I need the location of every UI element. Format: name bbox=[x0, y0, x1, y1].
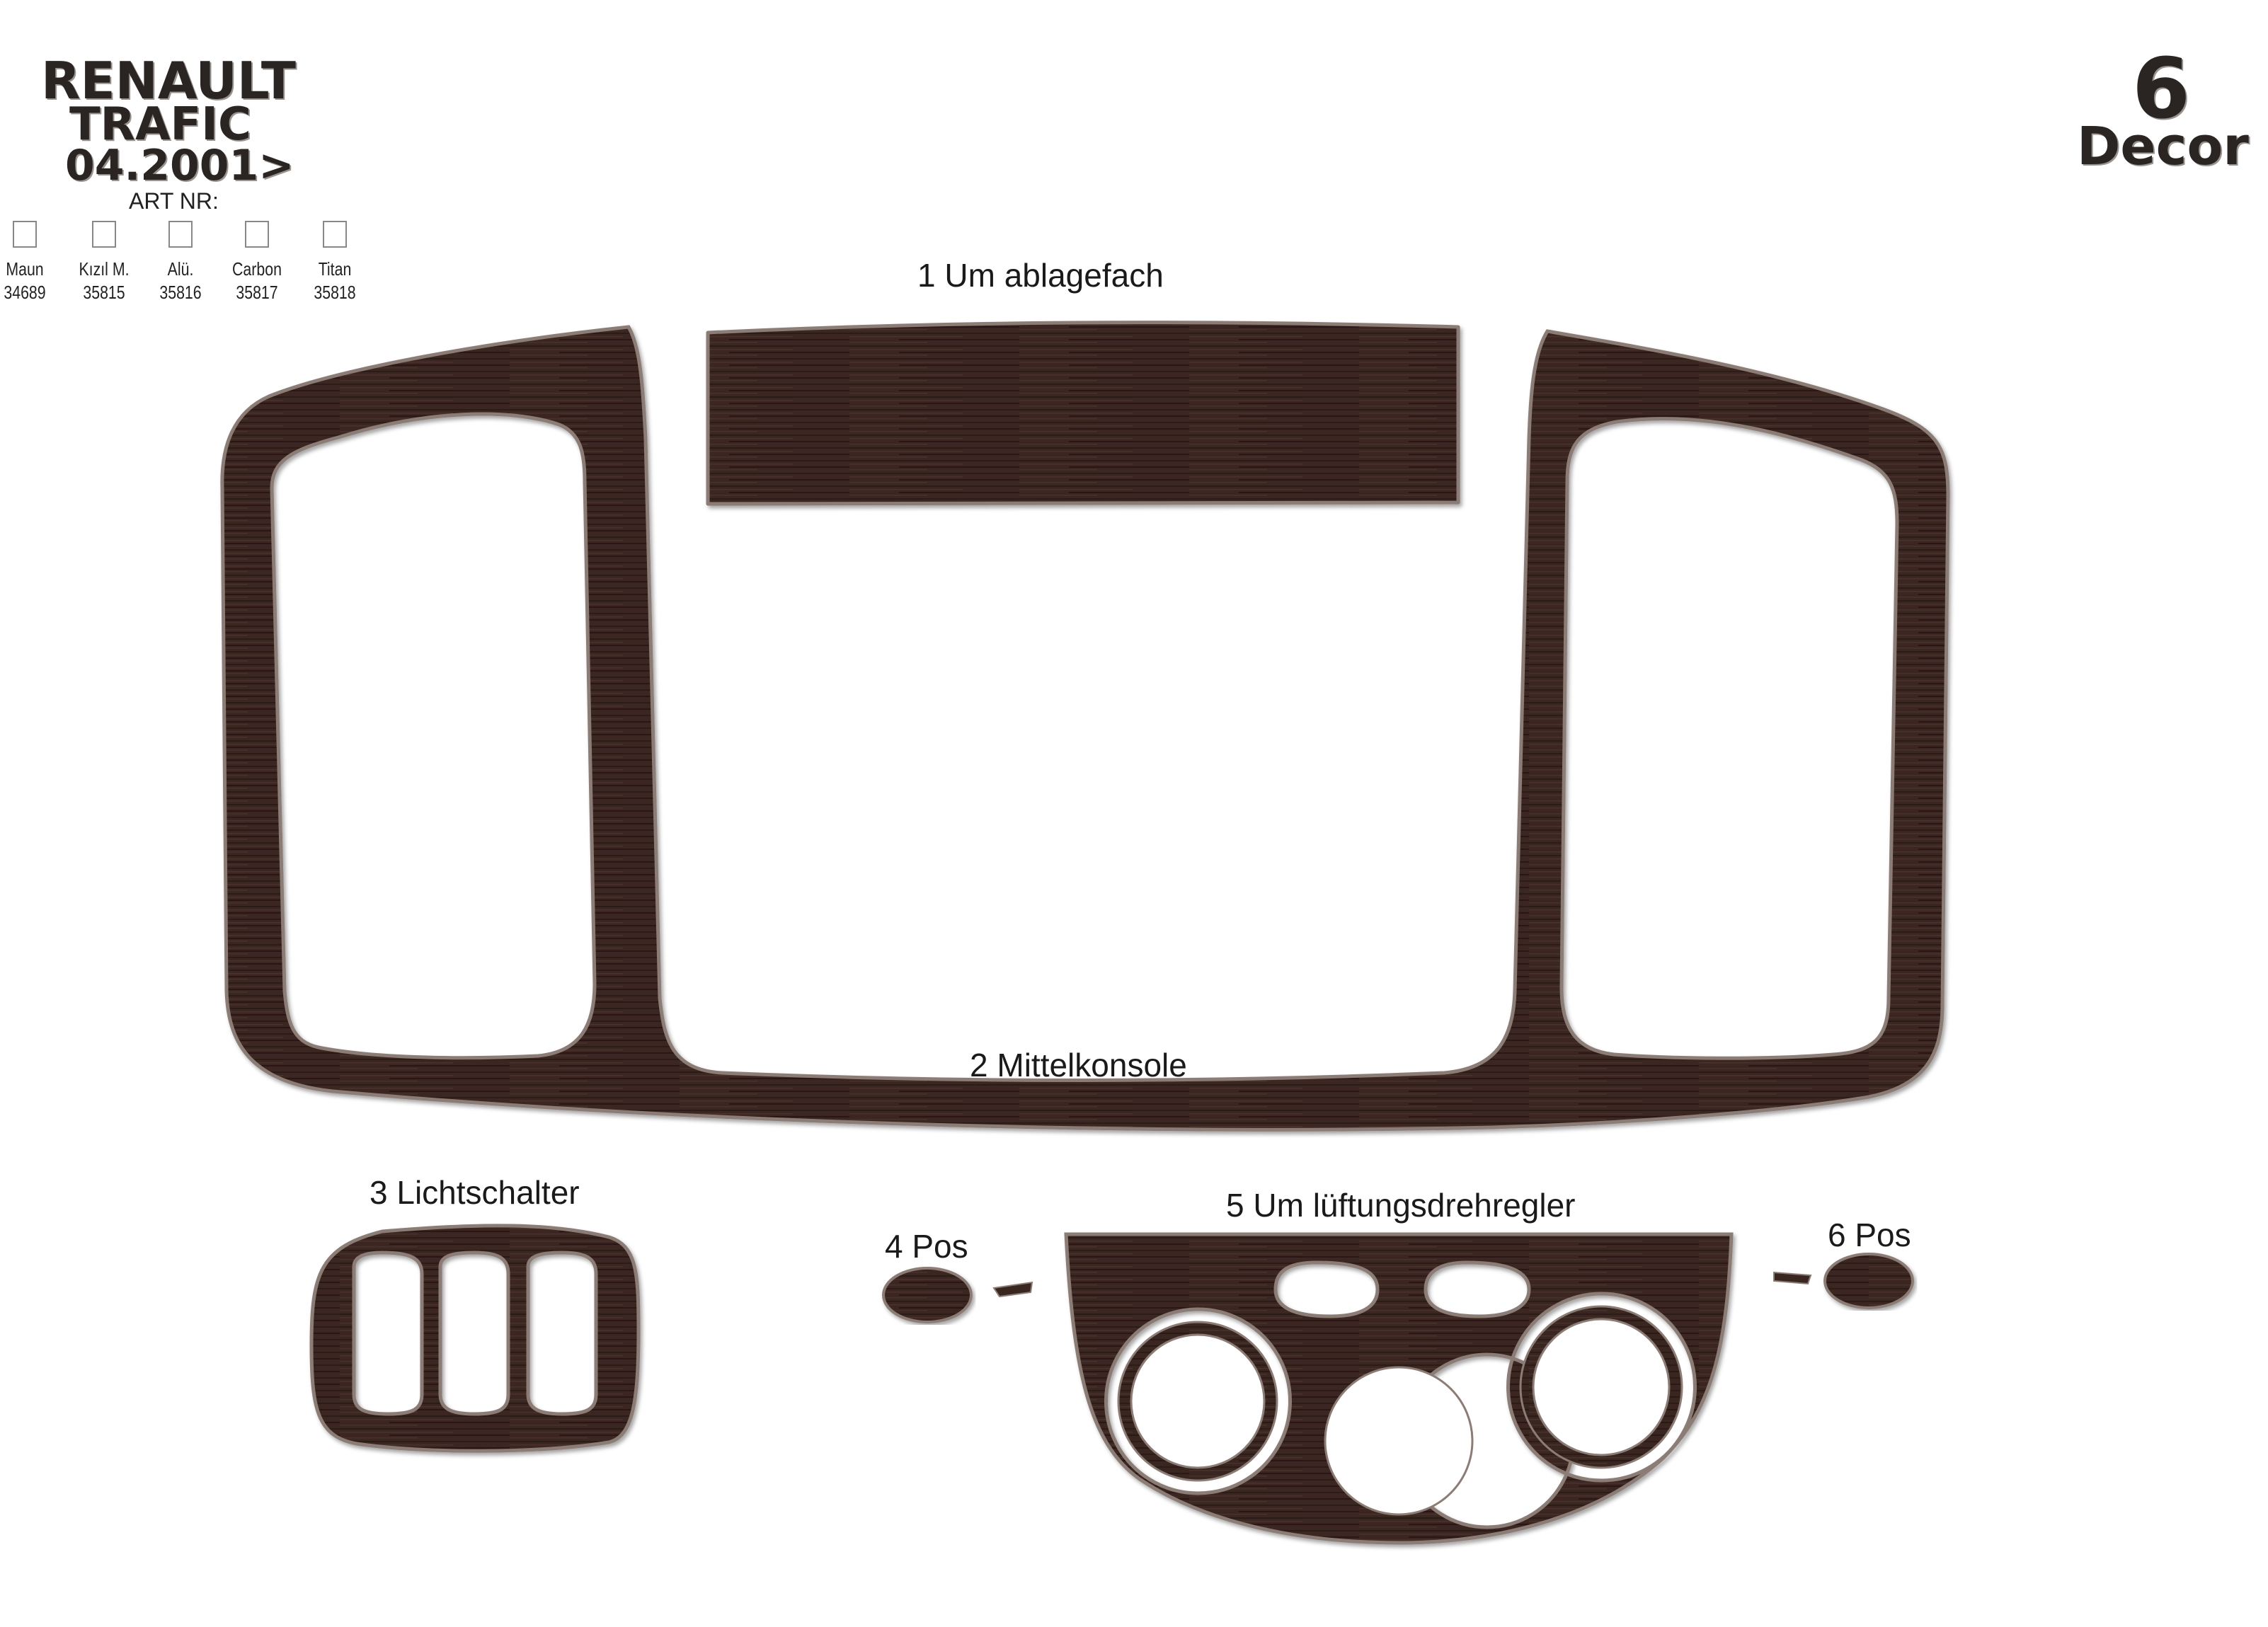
variant-carbon[interactable]: Carbon 35817 bbox=[218, 221, 296, 304]
checkbox-icon[interactable] bbox=[323, 221, 347, 248]
part-5-name: Um lüftungsdrehregler bbox=[1253, 1187, 1576, 1224]
part-4-label: 4 Pos bbox=[885, 1227, 968, 1265]
part-2-label: 2 Mittelkonsole bbox=[970, 1046, 1187, 1084]
part-1-storage-trim bbox=[706, 321, 1460, 506]
part-5-number: 5 bbox=[1226, 1187, 1244, 1224]
variant-alu[interactable]: Alü. 35816 bbox=[142, 221, 219, 304]
part-2-number: 2 bbox=[970, 1047, 988, 1083]
part-6-pos-trim bbox=[1773, 1253, 1914, 1309]
part-5-vent-control-trim bbox=[1064, 1232, 1734, 1545]
checkbox-icon[interactable] bbox=[245, 221, 269, 248]
part-5-label: 5 Um lüftungsdrehregler bbox=[1226, 1186, 1575, 1224]
part-4-name: Pos bbox=[912, 1228, 968, 1265]
kit-count: 6 bbox=[2132, 40, 2191, 137]
part-3-name: Lichtschalter bbox=[396, 1174, 580, 1211]
vehicle-model: TRAFIC bbox=[69, 98, 251, 151]
part-2-center-console bbox=[220, 325, 1950, 1132]
part-1-name: Um ablagefach bbox=[944, 257, 1164, 294]
vehicle-make: RENAULT bbox=[41, 51, 296, 110]
part-2-name: Mittelkonsole bbox=[997, 1047, 1187, 1083]
part-3-light-switch-trim bbox=[309, 1224, 641, 1453]
checkbox-icon[interactable] bbox=[168, 221, 193, 248]
part-6-name: Pos bbox=[1855, 1217, 1911, 1253]
variant-kizil-m[interactable]: Kızıl M. 35815 bbox=[65, 221, 143, 304]
part-1-label: 1 Um ablagefach bbox=[917, 256, 1164, 294]
part-4-number: 4 bbox=[885, 1228, 903, 1265]
vehicle-year: 04.2001> bbox=[65, 141, 294, 190]
part-1-number: 1 bbox=[917, 257, 936, 294]
kit-label: Decor bbox=[2077, 116, 2249, 177]
checkbox-icon[interactable] bbox=[92, 221, 116, 248]
art-nr-label: ART NR: bbox=[129, 188, 219, 214]
part-3-number: 3 bbox=[370, 1174, 388, 1211]
part-6-number: 6 bbox=[1828, 1217, 1846, 1253]
variant-titan[interactable]: Titan 35818 bbox=[296, 221, 374, 304]
part-4-pos-trim bbox=[882, 1267, 1033, 1323]
part-3-label: 3 Lichtschalter bbox=[370, 1173, 580, 1212]
checkbox-icon[interactable] bbox=[13, 221, 37, 248]
part-6-label: 6 Pos bbox=[1828, 1216, 1911, 1254]
variant-maun[interactable]: Maun 34689 bbox=[0, 221, 64, 304]
vehicle-header: RENAULT TRAFIC 04.2001> bbox=[0, 0, 368, 191]
